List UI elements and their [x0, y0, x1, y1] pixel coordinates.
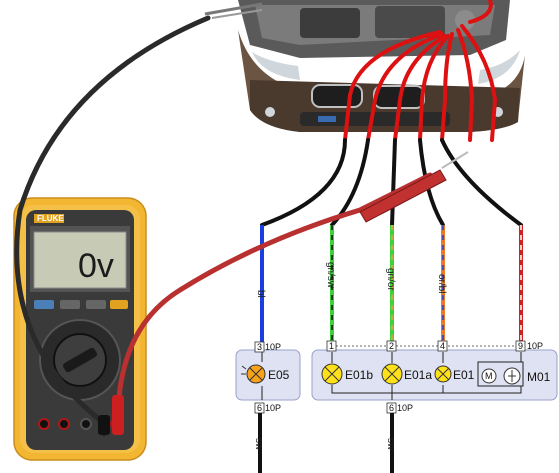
multimeter-button-1[interactable]: [34, 300, 54, 309]
label-e05: E05: [268, 368, 290, 382]
wire-label-gn-sw: gn/sw: [325, 262, 336, 289]
red-probe-lead: [112, 151, 469, 435]
ground-label-left: sw: [253, 438, 264, 451]
multimeter-button-3[interactable]: [86, 300, 106, 309]
connector-right-bottom: 6 10P: [386, 402, 413, 414]
lamp-e01b-icon: [321, 363, 343, 385]
pin-left-top: 3: [257, 342, 262, 352]
multimeter-dial[interactable]: [53, 333, 107, 387]
black-probe-clip: [204, 2, 263, 19]
wire-label-or-bl: or/bl: [436, 274, 447, 293]
ground-label-right: sw: [385, 438, 396, 451]
pin-right-bottom: 6: [389, 403, 394, 413]
label-m01: M01: [527, 370, 551, 384]
multimeter-button-4[interactable]: [110, 300, 128, 309]
car-red-cables: [343, 0, 498, 142]
multimeter: FLUKE 0v: [13, 197, 147, 461]
motor-icon: M: [481, 368, 497, 384]
label-e01: E01: [453, 368, 475, 382]
lamp-e01-icon: [434, 365, 452, 383]
pin-left-bottom: 6: [257, 403, 262, 413]
wire-label-gn-or: gn/or: [385, 268, 396, 291]
pin-right-4: 4: [440, 341, 445, 351]
wire-label-bl: bl: [255, 290, 266, 298]
harness-black-segments: [260, 138, 523, 227]
label-e01a: E01a: [404, 368, 432, 382]
label-e01b: E01b: [345, 368, 373, 382]
pin-right-top-type: 10P: [527, 341, 543, 351]
connector-left-top: 3 10P: [254, 341, 281, 353]
motor-symbol-text: M: [485, 371, 493, 381]
lamp-e01a-icon: [381, 363, 403, 385]
pin-left-top-type: 10P: [265, 342, 281, 352]
multimeter-logo: FLUKE: [34, 214, 64, 223]
module-e05: E05: [235, 349, 301, 401]
black-probe-lead: [14, 15, 211, 437]
multimeter-reading: 0v: [78, 247, 114, 285]
multimeter-display: [33, 231, 127, 289]
car-illustration: [238, 0, 525, 132]
multimeter-button-2[interactable]: [60, 300, 80, 309]
pin-right-2: 2: [389, 341, 394, 351]
multimeter-brand: FLUKE: [37, 214, 64, 223]
red-probe-tip-icon: [359, 151, 469, 223]
pin-right-9: 9: [518, 341, 523, 351]
pin-left-bottom-type: 10P: [265, 403, 281, 413]
adjuster-icon: [503, 367, 521, 385]
module-right: E01b E01a E01 M M01: [311, 349, 558, 401]
connector-left-bottom: 6 10P: [254, 402, 281, 414]
connector-right-top: 1 2 4 9 10P: [326, 340, 543, 352]
pin-right-1: 1: [329, 341, 334, 351]
lamp-e05-icon: [241, 364, 266, 384]
pin-right-bottom-type: 10P: [397, 403, 413, 413]
